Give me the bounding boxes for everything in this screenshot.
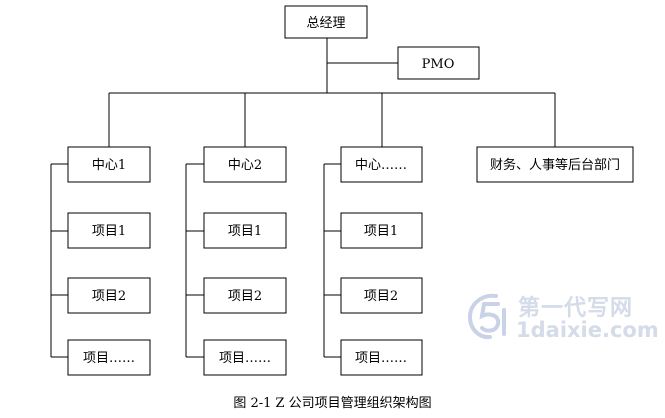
node-center2-label: 中心2 — [228, 158, 262, 173]
node-c2-project1: 项目1 — [203, 212, 287, 249]
node-pmo-label: PMO — [422, 57, 455, 72]
node-c2-project3-label: 项目…… — [219, 351, 271, 366]
node-c3-project3: 项目…… — [340, 339, 423, 376]
watermark: 第一代写网 1daixie.com — [462, 288, 662, 344]
node-c1-project1-label: 项目1 — [92, 224, 126, 239]
node-c3-project3-label: 项目…… — [355, 351, 407, 366]
node-c1-project3-label: 项目…… — [83, 351, 135, 366]
node-center1-label: 中心1 — [92, 158, 126, 173]
node-center2: 中心2 — [203, 146, 287, 183]
node-pmo: PMO — [397, 46, 480, 80]
node-center3: 中心…… — [340, 146, 423, 183]
node-c3-project1-label: 项目1 — [364, 224, 398, 239]
connectors — [50, 38, 556, 358]
node-center1: 中心1 — [67, 146, 151, 183]
node-support: 财务、人事等后台部门 — [476, 146, 634, 183]
node-c2-project2-label: 项目2 — [228, 289, 262, 304]
node-c1-project3: 项目…… — [67, 339, 151, 376]
watermark-title: 第一代写网 — [518, 296, 634, 321]
node-c2-project2: 项目2 — [203, 277, 287, 314]
node-c1-project2: 项目2 — [67, 277, 151, 314]
node-gm-label: 总经理 — [306, 16, 345, 31]
node-c2-project3: 项目…… — [203, 339, 287, 376]
swirl-logo-icon — [467, 293, 506, 340]
node-c2-project1-label: 项目1 — [228, 224, 262, 239]
node-c3-project2: 项目2 — [340, 277, 423, 314]
node-c1-project1: 项目1 — [67, 212, 151, 249]
figure-caption: 图 2-1 Z 公司项目管理组织架构图 — [233, 396, 432, 411]
node-support-label: 财务、人事等后台部门 — [490, 157, 620, 173]
watermark-url: 1daixie.com — [516, 318, 659, 342]
node-c1-project2-label: 项目2 — [92, 289, 126, 304]
node-gm: 总经理 — [284, 5, 368, 39]
node-c3-project1: 项目1 — [340, 212, 423, 249]
node-c3-project2-label: 项目2 — [364, 289, 398, 304]
node-center3-label: 中心…… — [355, 158, 407, 173]
